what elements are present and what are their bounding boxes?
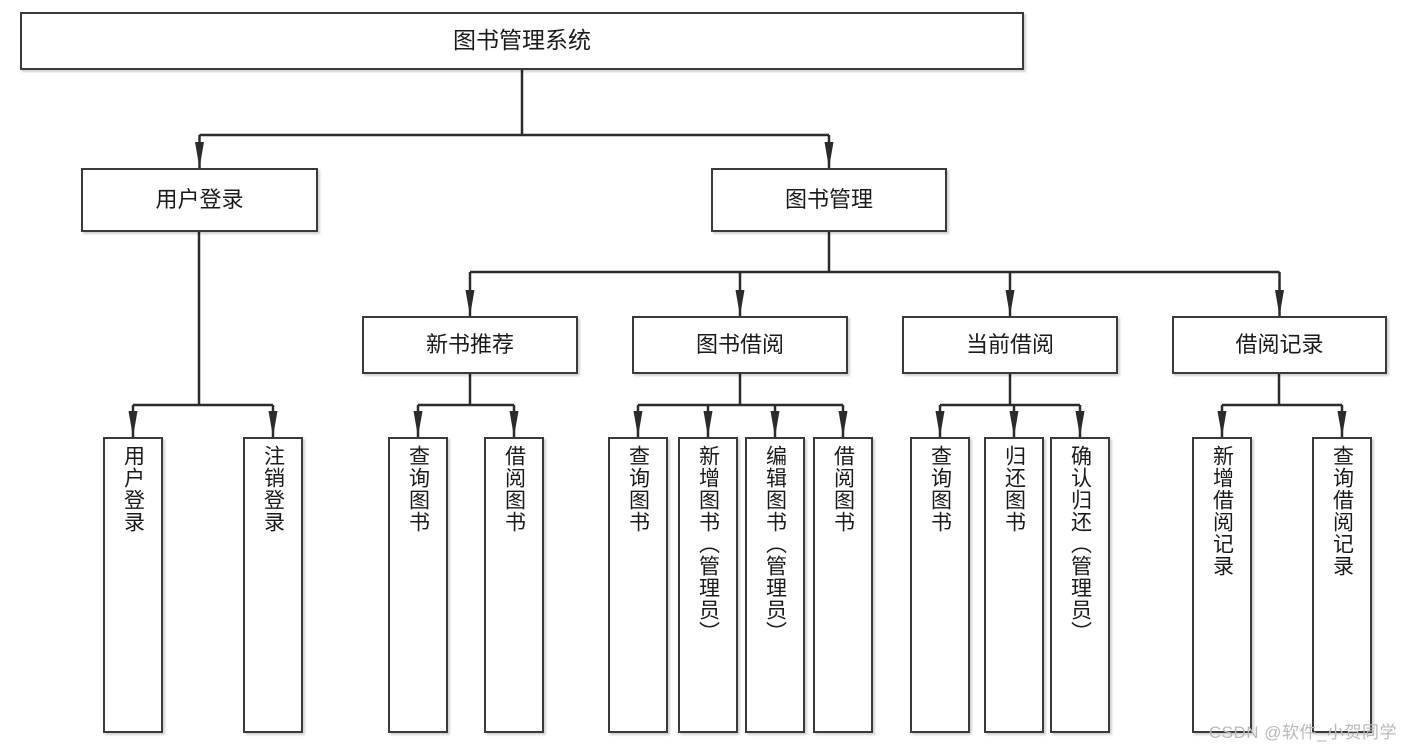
node-leaf-query-book-2[interactable]: 查询图书	[608, 437, 668, 733]
node-label: 新书推荐	[425, 332, 514, 358]
node-leaf-confirm-ret[interactable]: 确认归还（管理员）	[1050, 437, 1110, 733]
node-leaf-logout[interactable]: 注销登录	[243, 437, 303, 733]
edge-arrowhead	[195, 142, 204, 168]
node-leaf-query-book-3[interactable]: 查询图书	[910, 437, 970, 733]
node-leaf-add-record[interactable]: 新增借阅记录	[1192, 437, 1252, 733]
edge-arrowhead	[1075, 411, 1085, 437]
node-label: 用户登录	[155, 187, 244, 213]
edge-arrowhead	[1005, 290, 1015, 316]
node-label: 新增图书（管理员）	[696, 445, 720, 643]
node-label: 注销登录	[261, 445, 285, 533]
edge-arrowhead	[735, 290, 745, 316]
edge-arrowhead	[935, 411, 945, 437]
edge-arrowhead	[465, 290, 475, 316]
node-label: 编辑图书（管理员）	[763, 445, 787, 643]
node-label: 当前借阅	[965, 332, 1054, 358]
node-book-borrow[interactable]: 图书借阅	[632, 316, 848, 374]
watermark: CSDN @软件_小贺同学	[1208, 723, 1397, 742]
edge-arrowhead	[633, 411, 643, 437]
node-current-borrow[interactable]: 当前借阅	[902, 316, 1118, 374]
edge-arrowhead	[128, 411, 138, 437]
node-root[interactable]: 图书管理系统	[20, 12, 1024, 70]
node-borrow-record[interactable]: 借阅记录	[1172, 316, 1387, 374]
node-leaf-borrow-book-1[interactable]: 借阅图书	[484, 437, 544, 733]
node-leaf-query-record[interactable]: 查询借阅记录	[1312, 437, 1372, 733]
edge-arrowhead	[838, 411, 848, 437]
node-label: 图书管理系统	[453, 27, 591, 54]
node-user-login[interactable]: 用户登录	[81, 168, 318, 232]
edge-arrowhead	[509, 411, 519, 437]
edge-arrowhead	[703, 411, 713, 437]
node-leaf-user-login[interactable]: 用户登录	[103, 437, 163, 733]
edge-arrowhead	[770, 411, 780, 437]
node-leaf-borrow-book-2[interactable]: 借阅图书	[813, 437, 873, 733]
node-label: 归还图书	[1002, 445, 1026, 533]
edge-arrowhead	[1275, 290, 1284, 316]
edge-arrowhead	[1337, 411, 1347, 437]
edge-arrowhead	[1217, 411, 1227, 437]
node-label: 新增借阅记录	[1210, 445, 1234, 577]
node-leaf-return-book[interactable]: 归还图书	[984, 437, 1044, 733]
node-label: 图书管理	[784, 187, 873, 213]
edge-arrowhead	[1009, 411, 1019, 437]
node-label: 借阅图书	[502, 445, 526, 533]
node-new-book-rec[interactable]: 新书推荐	[362, 316, 578, 374]
node-label: 查询图书	[928, 445, 952, 533]
node-book-manage[interactable]: 图书管理	[711, 168, 947, 232]
node-label: 借阅图书	[831, 445, 855, 533]
node-leaf-add-book[interactable]: 新增图书（管理员）	[678, 437, 738, 733]
node-label: 确认归还（管理员）	[1068, 445, 1092, 643]
edge-arrowhead	[268, 411, 278, 437]
node-label: 查询图书	[626, 445, 650, 533]
node-label: 查询借阅记录	[1330, 445, 1354, 577]
node-leaf-query-book-1[interactable]: 查询图书	[388, 437, 448, 733]
node-leaf-edit-book[interactable]: 编辑图书（管理员）	[745, 437, 805, 733]
edge-arrowhead	[413, 411, 423, 437]
node-label: 借阅记录	[1235, 332, 1324, 358]
node-label: 用户登录	[121, 445, 145, 533]
edge-arrowhead	[824, 142, 834, 168]
node-label: 查询图书	[406, 445, 430, 533]
node-label: 图书借阅	[695, 332, 784, 358]
